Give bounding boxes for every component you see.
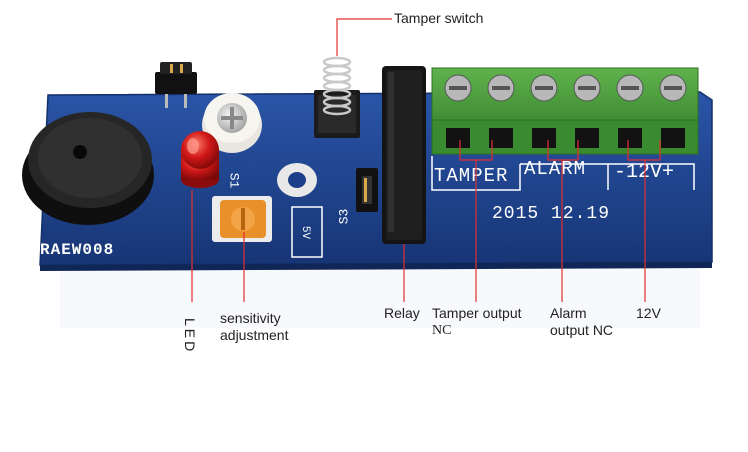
mounting-screw (202, 93, 262, 153)
silk-date: 2015 12.19 (492, 204, 611, 224)
silk-power: -12V+ (614, 161, 675, 184)
label-relay: Relay (384, 305, 420, 321)
label-12v: 12V (636, 305, 661, 321)
screw-slot (578, 86, 596, 90)
led (181, 131, 219, 188)
jumper-s3 (356, 168, 378, 212)
screw-slot (535, 86, 553, 90)
terminal-opening (575, 128, 599, 148)
screw-slot (492, 86, 510, 90)
label-sensitivity-1: sensitivity (220, 310, 281, 326)
screw-slot (449, 86, 467, 90)
relay (382, 66, 426, 244)
terminal-opening (661, 128, 685, 148)
label-sensitivity-2: adjustment (220, 327, 289, 343)
screw-slot (621, 86, 639, 90)
tamper-switch (314, 56, 360, 138)
terminal-block (431, 67, 699, 155)
label-alarm-output-1: Alarm (550, 305, 587, 321)
silk-tamper: TAMPER (434, 165, 509, 187)
label-tamper-output-2: NC (432, 323, 452, 338)
silk-alarm: ALARM (524, 158, 587, 180)
label-alarm-output-2: output NC (550, 322, 614, 338)
label-tamper-switch: Tamper switch (394, 10, 484, 26)
silk-model: RAEW008 (40, 241, 115, 259)
terminal-opening (489, 128, 513, 148)
jumper-top (155, 62, 197, 108)
terminal-opening (446, 128, 470, 148)
screw-slot (664, 86, 682, 90)
buzzer (22, 112, 154, 225)
mounting-hole (277, 163, 317, 197)
terminal-opening (532, 128, 556, 148)
label-tamper-output-1: Tamper output (432, 305, 522, 321)
terminal-opening (618, 128, 642, 148)
label-led: LED (182, 318, 198, 355)
trimpot (212, 196, 272, 242)
